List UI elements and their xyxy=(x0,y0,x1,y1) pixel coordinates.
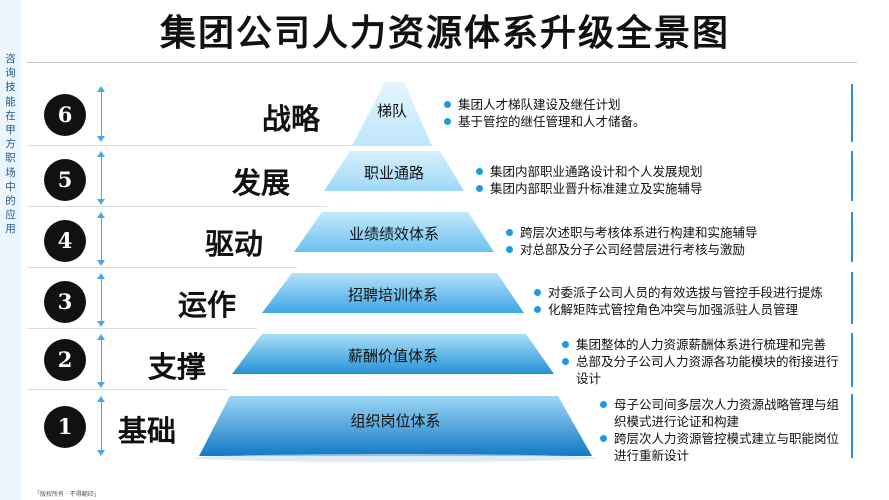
accent-bar xyxy=(851,151,853,201)
list-item: 集团整体的人力资源薪酬体系进行梳理和完善 xyxy=(560,336,846,353)
bullet-dot-icon xyxy=(600,435,607,442)
level-number-2: 2 xyxy=(44,339,86,381)
accent-bar xyxy=(851,333,853,387)
row-divider xyxy=(27,206,327,207)
pyramid-tier-6 xyxy=(352,82,432,146)
pyramid-tier-2 xyxy=(232,334,554,374)
row-divider xyxy=(27,267,297,268)
page-title: 集团公司人力资源体系升级全景图 xyxy=(159,12,730,54)
bullet-dot-icon xyxy=(534,289,541,296)
level-number-1: 1 xyxy=(44,406,86,448)
stage-title-6: 战略 xyxy=(262,102,321,136)
level-number-5: 5 xyxy=(44,159,86,201)
list-item: 化解矩阵式管控角色冲突与加强派驻人员管理 xyxy=(532,301,848,318)
stage-title-2: 支撑 xyxy=(148,350,207,384)
list-item: 跨层次述职与考核体系进行构建和实施辅导 xyxy=(504,224,844,241)
title-divider xyxy=(27,62,857,63)
stage-title-1: 基础 xyxy=(118,414,177,448)
pyramid-tier-5 xyxy=(324,151,464,191)
pyramid-label-4: 业绩绩效体系 xyxy=(348,225,439,243)
double-arrow-icon xyxy=(97,273,106,327)
double-arrow-icon xyxy=(97,396,106,456)
bullet-list-4: 跨层次述职与考核体系进行构建和实施辅导 对总部及分子公司经营层进行考核与激励 xyxy=(504,224,844,258)
row-divider xyxy=(27,145,367,146)
list-item: 集团人才梯队建设及继任计划 xyxy=(442,96,842,113)
bullet-dot-icon xyxy=(506,229,513,236)
pyramid-label-1: 组织岗位体系 xyxy=(350,412,441,430)
accent-bar xyxy=(851,394,853,458)
pyramid-tier-4 xyxy=(294,212,494,252)
pyramid-label-5: 职业通路 xyxy=(363,164,424,182)
double-arrow-icon xyxy=(97,212,106,266)
double-arrow-icon xyxy=(97,86,106,142)
bullet-dot-icon xyxy=(534,306,541,313)
pyramid-label-6: 梯队 xyxy=(376,102,407,120)
accent-bar xyxy=(851,84,853,142)
row-divider xyxy=(27,328,257,329)
bullet-list-6: 集团人才梯队建设及继任计划 基于管控的继任管理和人才储备。 xyxy=(442,96,842,130)
list-item: 总部及分子公司人力资源各功能模块的衔接进行设计 xyxy=(560,353,846,387)
stage-title-3: 运作 xyxy=(178,288,237,322)
accent-bar xyxy=(851,212,853,262)
bullet-dot-icon xyxy=(506,246,513,253)
level-number-3: 3 xyxy=(44,281,86,323)
pyramid-label-2: 薪酬价值体系 xyxy=(347,347,438,365)
pyramid-label-3: 招聘培训体系 xyxy=(347,286,438,304)
bullet-dot-icon xyxy=(476,168,483,175)
list-item: 集团内部职业晋升标准建立及实施辅导 xyxy=(474,180,844,197)
side-label: 咨询技能在甲方职场中的应用 xyxy=(5,53,16,236)
list-item: 对总部及分子公司经营层进行考核与激励 xyxy=(504,241,844,258)
level-number-6: 6 xyxy=(44,94,86,136)
row-divider xyxy=(27,389,227,390)
bullet-dot-icon xyxy=(562,341,569,348)
side-strip xyxy=(0,0,21,500)
double-arrow-icon xyxy=(97,334,106,388)
list-item: 跨层次人力资源管控模式建立与职能岗位进行重新设计 xyxy=(598,430,846,464)
copyright-footer: 「版权所有 · 不得翻印」 xyxy=(34,491,100,498)
bullet-dot-icon xyxy=(600,401,607,408)
list-item: 基于管控的继任管理和人才储备。 xyxy=(442,113,842,130)
bullet-list-2: 集团整体的人力资源薪酬体系进行梳理和完善 总部及分子公司人力资源各功能模块的衔接… xyxy=(560,336,846,387)
level-number-4: 4 xyxy=(44,220,86,262)
list-item: 母子公司间多层次人力资源战略管理与组织模式进行论证和构建 xyxy=(598,396,846,430)
bullet-list-1: 母子公司间多层次人力资源战略管理与组织模式进行论证和构建 跨层次人力资源管控模式… xyxy=(598,396,846,464)
double-arrow-icon xyxy=(97,151,106,205)
bullet-dot-icon xyxy=(476,185,483,192)
list-item: 对委派子公司人员的有效选拔与管控手段进行提炼 xyxy=(532,284,848,301)
stage-title-5: 发展 xyxy=(232,166,291,200)
pyramid-tier-1 xyxy=(199,396,592,456)
bullet-dot-icon xyxy=(562,358,569,365)
list-item: 集团内部职业通路设计和个人发展规划 xyxy=(474,163,844,180)
bullet-list-3: 对委派子公司人员的有效选拔与管控手段进行提炼 化解矩阵式管控角色冲突与加强派驻人… xyxy=(532,284,848,318)
bullet-list-5: 集团内部职业通路设计和个人发展规划 集团内部职业晋升标准建立及实施辅导 xyxy=(474,163,844,197)
pyramid-tier-3 xyxy=(262,273,524,313)
bullet-dot-icon xyxy=(444,101,451,108)
bullet-dot-icon xyxy=(444,118,451,125)
stage-title-4: 驱动 xyxy=(205,227,264,261)
pyramid-shadow xyxy=(196,454,596,462)
accent-bar xyxy=(851,272,853,324)
